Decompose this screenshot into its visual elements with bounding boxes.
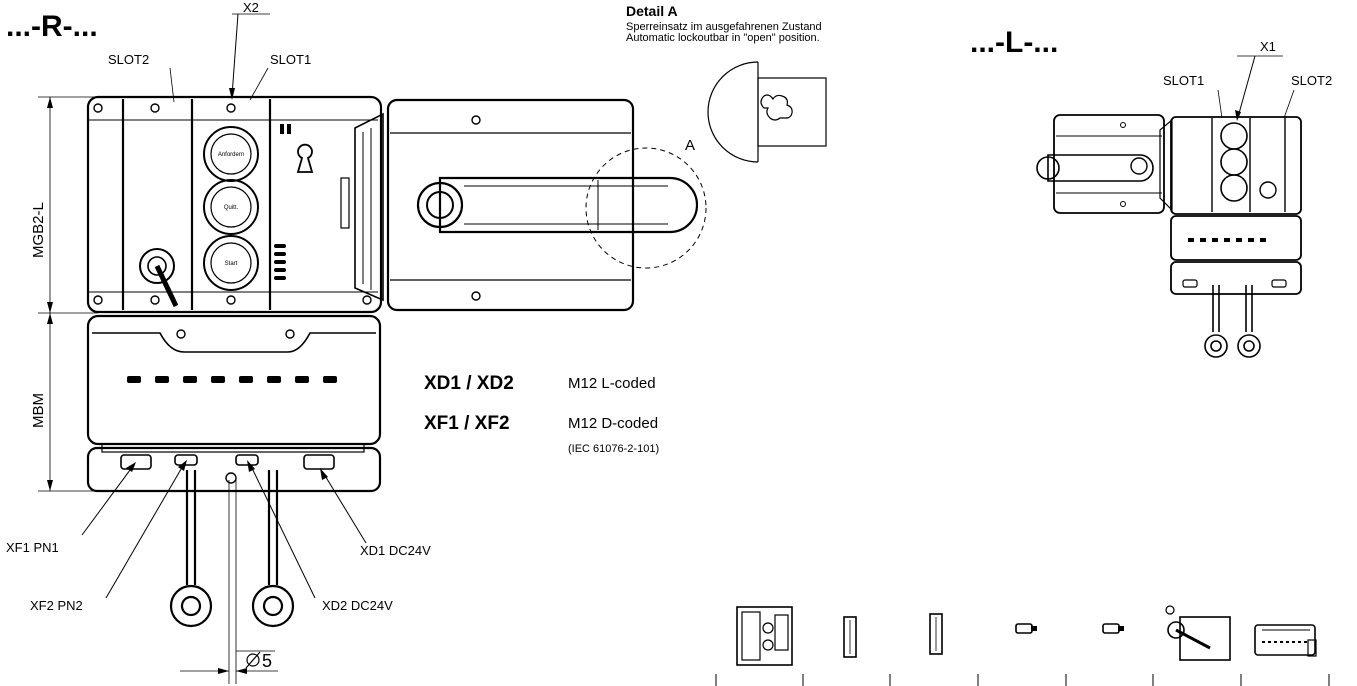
legend-xd-desc: M12 L-coded	[568, 375, 656, 392]
x1-label: X1	[1260, 39, 1276, 54]
pushbutton-quitt: Quitt.	[203, 179, 259, 235]
mbm-module	[86, 314, 382, 493]
key-switch-icon	[139, 248, 179, 308]
xf1-label: XF1 PN1	[6, 540, 59, 555]
legend-xf-desc: M12 D-coded	[568, 415, 658, 432]
slot1-label: SLOT1	[270, 52, 311, 67]
strap-right	[251, 470, 295, 628]
xf2-label: XF2 PN2	[30, 598, 83, 613]
thumb-slot-cover-2	[929, 613, 943, 655]
thumb-base-unit	[736, 606, 793, 666]
detail-a-lockout-drawing	[707, 61, 827, 163]
pushbutton-quitt-label: Quitt.	[224, 205, 239, 211]
thumb-connector-2	[1102, 623, 1124, 634]
pushbutton-start: Start	[203, 235, 259, 291]
l-variant-drawing	[1036, 114, 1302, 358]
thumb-mbm-module	[1254, 624, 1317, 657]
handle-module	[386, 98, 699, 312]
pushbutton-anfordern-label: Anfordern	[218, 152, 244, 158]
thumb-connector-1	[1015, 623, 1037, 634]
detail-a-marker	[585, 147, 707, 269]
detail-line1: Sperreinsatz im ausgefahrenen Zustand	[626, 21, 822, 33]
thumb-slot-cover-1	[843, 616, 857, 658]
pushbutton-anfordern: Anfordern	[203, 126, 259, 182]
dim-label-mbm: MBM	[30, 393, 47, 428]
legend-norm: (IEC 61076-2-101)	[568, 443, 659, 455]
header-right-variant: ...-R-...	[6, 10, 98, 43]
detail-title: Detail A	[626, 3, 678, 19]
detail-ref-label: A	[685, 137, 695, 154]
strap-left	[169, 470, 213, 628]
mgb2-module	[86, 95, 383, 314]
xd1-label: XD1 DC24V	[360, 543, 431, 558]
connector-leaders	[81, 460, 367, 599]
x2-label: X2	[243, 0, 259, 15]
slot2-label-small: SLOT2	[1291, 73, 1332, 88]
component-thumbnails	[715, 605, 1330, 686]
slot2-label: SLOT2	[108, 52, 149, 67]
thumb-handle-module	[1165, 605, 1231, 661]
legend-xd-code: XD1 / XD2	[424, 373, 514, 394]
slot1-label-small: SLOT1	[1163, 73, 1204, 88]
pushbutton-start-label: Start	[225, 261, 238, 267]
hinge	[340, 112, 384, 302]
height-dimension	[38, 96, 98, 492]
diameter-dimension	[180, 480, 278, 684]
legend-xf-code: XF1 / XF2	[424, 413, 510, 434]
detail-line2: Automatic lockoutbar in "open" position.	[626, 32, 820, 44]
diameter-label: 5	[262, 651, 272, 671]
dim-label-mgb2: MGB2-L	[30, 202, 47, 258]
header-left-variant: ...-L-...	[970, 26, 1058, 59]
xd2-label: XD2 DC24V	[322, 598, 393, 613]
